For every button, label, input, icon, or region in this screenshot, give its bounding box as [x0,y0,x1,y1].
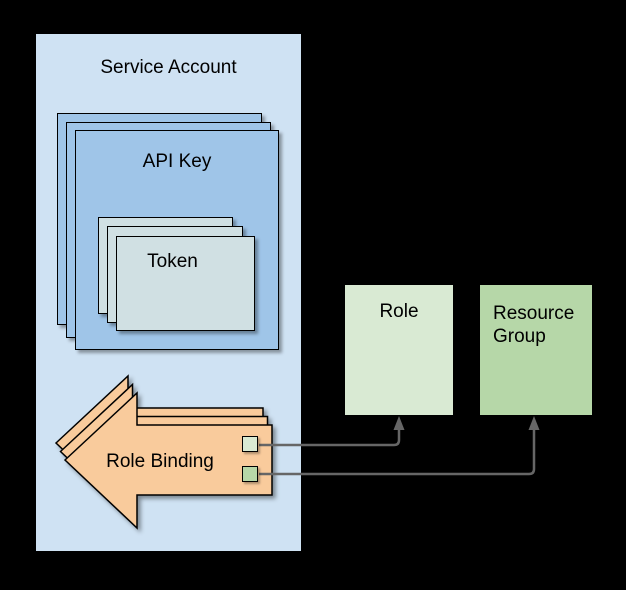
connector-to-resource-group-arrowhead [528,416,540,430]
api-key-label: API Key [142,151,212,172]
resource-group-label: Resource Group [479,302,593,348]
service-account-label: Service Account [100,57,237,78]
connector-to-role-arrowhead [393,416,405,430]
role-binding-resource-group-ref-square [242,466,258,482]
token-label: Token [147,251,198,272]
resource-group-label-text: Resource Group [493,303,575,347]
token-box-front [116,236,255,331]
role-binding-label: Role Binding [106,451,214,472]
role-binding-role-ref-square [242,436,258,452]
role-box [344,284,454,416]
role-label: Role [379,301,419,322]
resource-group-box [479,284,593,416]
